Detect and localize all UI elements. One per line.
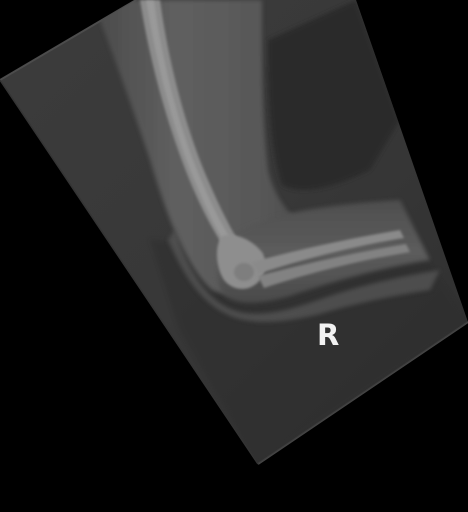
- laterality-marker: R: [317, 318, 339, 352]
- arm-anatomy: [92, 0, 468, 464]
- ulna: [258, 244, 410, 288]
- humerus: [140, 0, 244, 258]
- radius: [252, 230, 404, 274]
- distal-humerus: [216, 234, 266, 289]
- elbow-soft-tissue: [168, 230, 440, 322]
